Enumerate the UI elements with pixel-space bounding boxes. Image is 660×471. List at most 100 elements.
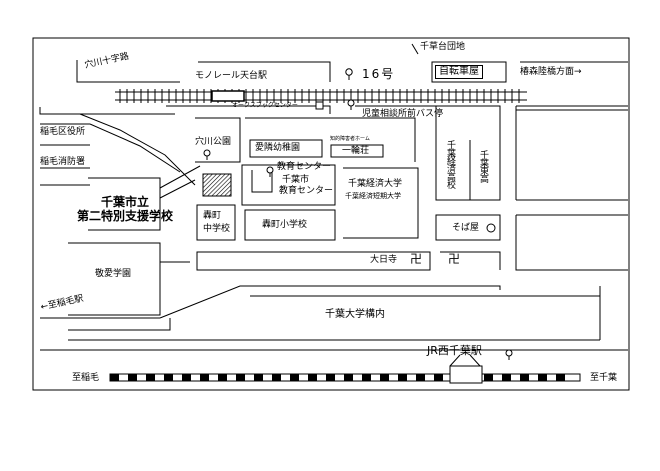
label-route16: 16号 <box>362 67 396 81</box>
jr-track-segment <box>164 374 173 381</box>
label-bicycle-shop: 自転車屋 <box>435 65 483 79</box>
block-line <box>440 251 501 270</box>
pointer-line <box>449 354 461 367</box>
bus-stop-icon <box>347 99 355 107</box>
jr-track-segment <box>502 374 511 381</box>
soba-block <box>435 214 501 241</box>
label-keizai-univ: 千葉経済大学 <box>348 179 403 189</box>
jr-track-segment <box>272 374 281 381</box>
jr-track-segment <box>326 374 335 381</box>
dainichi-block <box>196 251 431 271</box>
jr-track-segment <box>434 374 443 381</box>
pointer-line <box>159 165 201 189</box>
diagonal-road <box>89 123 181 173</box>
school-title: 千葉市立 第二特別支援学校 <box>75 196 175 222</box>
label-dainichi: 大日寺 <box>370 255 398 265</box>
station-building <box>449 365 483 384</box>
label-chiba-city-1: 千葉市 <box>282 175 310 185</box>
label-to-chiba: 至千葉 <box>590 373 618 383</box>
jr-track-segment <box>218 374 227 381</box>
label-aiyo-kindergarten: 愛隣幼稚園 <box>255 143 301 153</box>
jr-track-segment <box>398 374 407 381</box>
keiai-block <box>68 242 161 316</box>
block-line <box>198 61 331 82</box>
edu-block <box>241 164 336 206</box>
label-to-inage: 至稲毛 <box>72 373 100 383</box>
label-kyouiku-center: 教育センター <box>277 162 332 172</box>
jr-track-segment <box>484 374 493 381</box>
label-keiai: 敬愛学園 <box>95 269 132 279</box>
road-line <box>166 105 331 114</box>
jr-track-segment <box>236 374 245 381</box>
block-line <box>76 60 180 83</box>
label-todoroki-jhs-2: 中学校 <box>203 224 231 234</box>
map-frame <box>32 37 630 391</box>
road-line <box>159 285 501 319</box>
block-line <box>431 61 507 83</box>
soba-marker-icon <box>486 223 496 233</box>
pointer-line <box>411 43 419 55</box>
label-monorail-tendai: モノレール天台駅 <box>195 71 268 81</box>
label-inage-fire: 稲毛消防署 <box>40 157 86 167</box>
park-block <box>195 117 241 163</box>
block-line <box>68 318 171 331</box>
monorail-ties <box>119 89 520 103</box>
label-chiba-city-2: 教育センター <box>279 186 334 196</box>
pointer-line <box>159 179 196 199</box>
ichirinsou-box <box>330 144 384 158</box>
label-jr-nishichiba: JR西千葉駅 <box>427 344 482 357</box>
jr-track-segment <box>520 374 529 381</box>
label-todoroki-jhs-1: 轟町 <box>203 211 222 221</box>
jr-track-segment <box>110 374 119 381</box>
jr-track-segment <box>416 374 425 381</box>
bus-stop-icon <box>203 149 211 157</box>
school-building-marker <box>202 173 232 197</box>
school-title-line2: 第二特別支援学校 <box>76 209 173 223</box>
label-jidou-soudan: 児童相談所前バス停 <box>362 109 444 119</box>
label-anagawa-park: 穴川公園 <box>195 137 232 147</box>
jr-track-segment <box>254 374 263 381</box>
road-line <box>39 107 175 115</box>
jr-track-segment <box>556 374 565 381</box>
bookstore-icon <box>315 101 324 110</box>
jr-track-segment <box>538 374 547 381</box>
jr-track-segment <box>182 374 191 381</box>
school-block <box>88 177 161 231</box>
bus-stop-icon <box>266 166 274 174</box>
label-chigusa-danchi: 千草台団地 <box>420 42 466 52</box>
jr-track-segment <box>362 374 371 381</box>
jr-track-segment <box>128 374 137 381</box>
jr-track-segment <box>146 374 155 381</box>
jr-track-segment <box>308 374 317 381</box>
jr-track <box>109 373 581 382</box>
edu-center-box <box>251 170 273 193</box>
label-soba: そば屋 <box>452 223 480 233</box>
bus-stop-icon <box>505 349 513 357</box>
label-tokai-high: 千葉東高 <box>478 150 488 182</box>
bus-stop-icon <box>345 68 353 76</box>
diagonal-road <box>79 113 196 186</box>
label-chiba-univ: 千葉大学構内 <box>325 309 385 320</box>
block-line <box>245 117 416 162</box>
label-keizai-junior: 千葉経済短期大学 <box>345 192 401 200</box>
label-direction-sakusan: 椿森陸橋方面→ <box>520 67 582 77</box>
jhs-block <box>196 204 236 241</box>
temple-icon: 卍 <box>448 252 461 266</box>
jr-track-segment <box>290 374 299 381</box>
high-school-block <box>435 105 501 201</box>
pointer-line <box>469 354 481 367</box>
jr-track-segment <box>344 374 353 381</box>
school-title-line1: 千葉市立 <box>100 195 149 209</box>
label-ichirinsou: 一輪荘 <box>342 146 370 156</box>
kindergarten-box <box>249 139 323 158</box>
jr-track-segment <box>380 374 389 381</box>
road-line <box>515 215 628 271</box>
label-oaks-book: オークスブックセンター <box>232 102 298 109</box>
temple-icon: 卍 <box>410 252 423 266</box>
monorail-station <box>211 90 245 102</box>
label-home-small: 知的障害者ホーム <box>330 136 370 142</box>
label-todoroki-es: 轟町小学校 <box>262 220 308 230</box>
es-block <box>244 209 336 241</box>
